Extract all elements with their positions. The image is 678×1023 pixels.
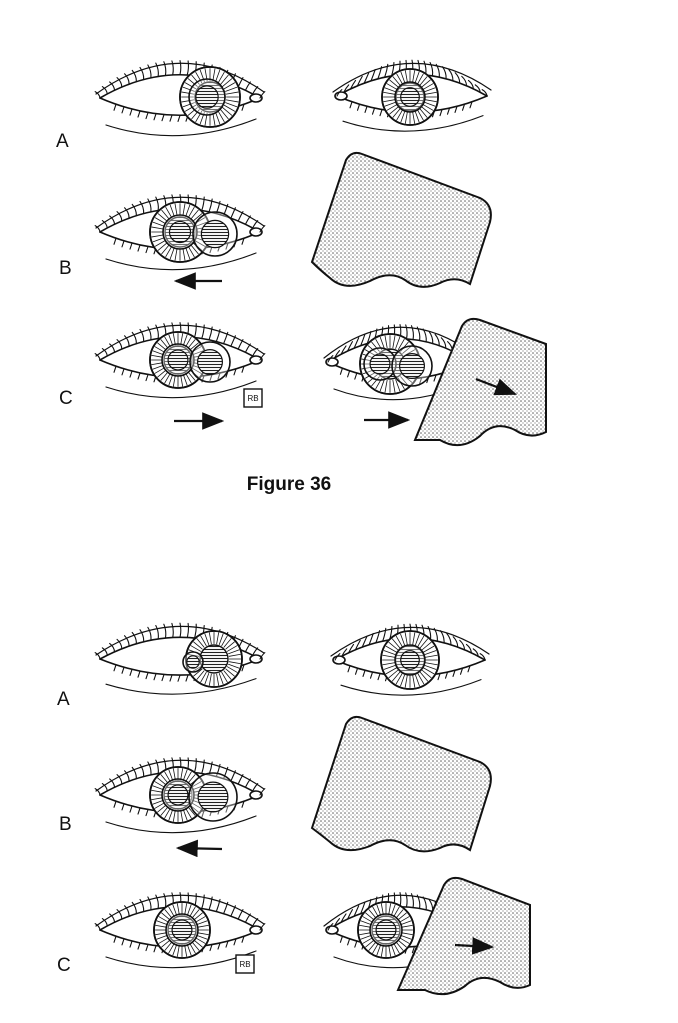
iris <box>185 630 243 688</box>
caruncle <box>249 355 263 365</box>
row-label-a-bottom: A <box>57 689 70 710</box>
contact-lens <box>192 211 238 257</box>
artist-mark-top: RB <box>243 388 263 408</box>
contact-lens <box>188 78 226 116</box>
row-label-b-top: B <box>59 258 72 279</box>
caruncle <box>249 925 263 935</box>
eye-top-c-left <box>94 322 266 399</box>
contact-lens <box>394 644 426 676</box>
contact-lens <box>369 913 403 947</box>
contact-lens <box>161 778 195 812</box>
stippled-card-bottom-c <box>396 876 531 996</box>
contact-lens <box>161 343 195 377</box>
eye-bottom-a-right <box>330 623 490 696</box>
contact-lens <box>165 913 199 947</box>
eye-top-c-right <box>323 324 477 401</box>
pupil <box>199 644 229 674</box>
caruncle <box>249 654 263 664</box>
eye-bottom-a-left <box>94 622 266 695</box>
row-label-c-top: C <box>59 388 73 409</box>
contact-lens <box>391 345 433 387</box>
arrow-left-bottom-b <box>175 839 223 858</box>
caruncle <box>249 790 263 800</box>
eye-bottom-c-left <box>94 892 266 969</box>
row-label-b-bottom: B <box>59 814 72 835</box>
svg-text:RB: RB <box>247 394 258 403</box>
svg-text:RB: RB <box>239 960 250 969</box>
contact-lens <box>162 214 198 250</box>
caruncle <box>249 93 263 103</box>
row-label-c-bottom: C <box>57 955 71 976</box>
figure-caption: Figure 36 <box>246 474 332 495</box>
stippled-card-bottom-b <box>310 715 492 853</box>
contact-lens <box>363 347 397 381</box>
contact-lens <box>182 651 204 673</box>
stippled-card-top-b <box>310 151 492 288</box>
contact-lens <box>394 81 426 113</box>
stippled-card-top-c <box>413 317 547 447</box>
eye-top-a-right <box>332 59 492 132</box>
caruncle <box>249 227 263 237</box>
arrow-right-top-c-card <box>475 377 518 396</box>
contact-lens <box>189 341 231 383</box>
eye-bottom-c-right <box>323 892 477 969</box>
eye-top-b-left <box>94 194 266 271</box>
contact-lens <box>188 772 238 822</box>
row-label-a-top: A <box>56 131 69 152</box>
arrow-right-bottom-c <box>454 937 495 955</box>
eye-top-a-left <box>94 60 266 137</box>
artist-mark-bottom: RB <box>235 954 255 974</box>
eye-bottom-b-left <box>94 757 266 834</box>
